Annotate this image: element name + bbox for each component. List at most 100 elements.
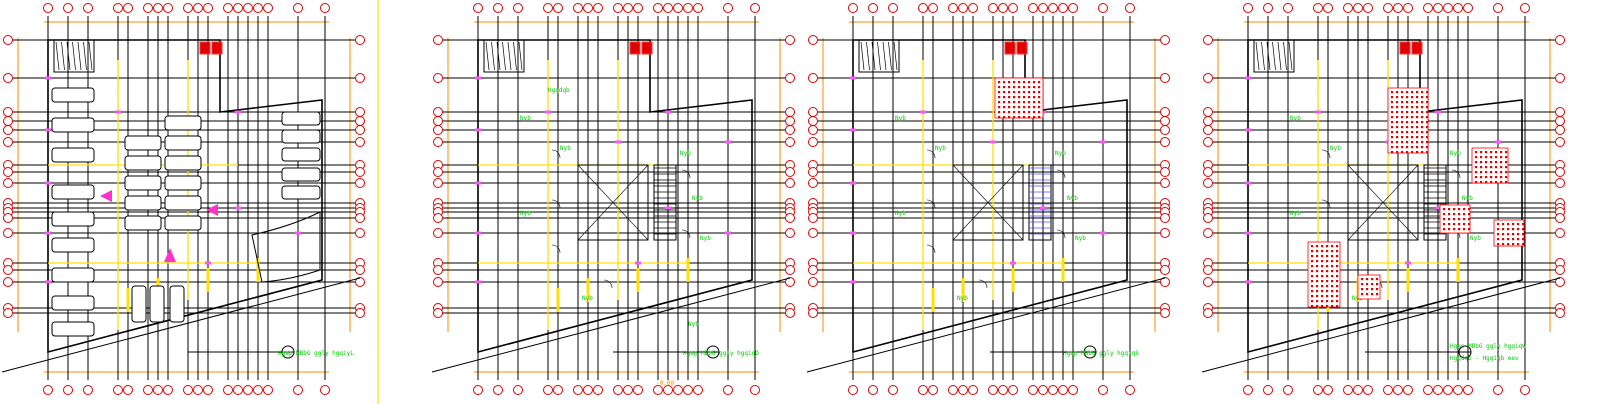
- grid-bubble: [3, 178, 365, 188]
- grid-bubble: [1493, 3, 1503, 395]
- grid-bubble: [1203, 265, 1565, 275]
- grid-bubble: [433, 277, 795, 287]
- car: [281, 129, 321, 144]
- grid-bubble: [808, 258, 1170, 268]
- column: [850, 76, 856, 80]
- grid-bubble: [293, 3, 303, 395]
- column-yellow: [256, 258, 260, 282]
- room-tag-6: Nyb: [957, 295, 968, 302]
- main-stair: [653, 164, 677, 241]
- lift-b: [1411, 41, 1423, 55]
- atrium-cross: [1347, 164, 1419, 241]
- room-tag-5: Nyb: [700, 235, 711, 242]
- main-stair: [1028, 164, 1052, 241]
- grid-bubble: [63, 3, 73, 395]
- column: [1315, 110, 1321, 114]
- wet-area-hatch: [1307, 241, 1341, 308]
- room-tag-2: Nyb: [1450, 150, 1461, 157]
- car: [51, 184, 95, 200]
- lift-a: [629, 41, 641, 55]
- room-tag-4: Nyb: [520, 210, 531, 217]
- room-tag: Nyb: [688, 321, 699, 328]
- column-yellow: [636, 268, 640, 292]
- sheet-title-first: Hgap MBbG ggly hgqiqS: [1063, 350, 1139, 357]
- door-swing: [1056, 229, 1066, 239]
- grid-bubble: [808, 107, 1170, 117]
- room-tag-6: Nyb: [582, 295, 593, 302]
- grid-bubble: [750, 3, 760, 395]
- lift-a: [1004, 41, 1016, 55]
- grid-bubble: [433, 308, 795, 318]
- car: [51, 117, 95, 133]
- level-mark: -0.00: [656, 380, 674, 387]
- stair-tread: [507, 41, 512, 71]
- car: [124, 215, 162, 231]
- grid-bubble: [433, 178, 795, 188]
- column: [475, 128, 481, 132]
- column: [45, 128, 51, 132]
- column: [295, 231, 301, 235]
- building-outline: [1247, 39, 1523, 354]
- stair-tread: [88, 41, 93, 71]
- stair-tread: [485, 41, 490, 71]
- column: [475, 76, 481, 80]
- grid-bubble: [593, 3, 603, 395]
- grid-bubble: [1363, 3, 1373, 395]
- stair-tread: [513, 41, 517, 71]
- building-outline: [852, 39, 1128, 354]
- building-outline: [47, 39, 323, 354]
- grid-bubble: [193, 3, 203, 395]
- stair-tread: [83, 41, 87, 71]
- grid-bubble: [3, 116, 365, 126]
- grid-bubble: [573, 3, 583, 395]
- atrium-void: [577, 164, 649, 241]
- lift-a: [1399, 41, 1411, 55]
- room-tag-1: Nyb: [560, 145, 571, 152]
- grid-bubble: [3, 277, 365, 287]
- grid-bubble: [1203, 35, 1565, 45]
- grid-bubble: [1068, 3, 1078, 395]
- grid-bubble: [1203, 228, 1565, 238]
- grid-bubble: [3, 125, 365, 135]
- car: [51, 321, 95, 337]
- wet-area-hatch: [1493, 219, 1525, 247]
- grid-bubble: [1353, 3, 1363, 395]
- door-swing: [681, 169, 691, 179]
- car: [164, 195, 202, 211]
- stair-core: [483, 39, 525, 73]
- door-swing: [1451, 169, 1461, 179]
- wet-area-hatch: [1439, 204, 1471, 234]
- parking-ramp: [251, 211, 321, 283]
- column: [665, 110, 671, 114]
- room-tag-5: Nyb: [1075, 235, 1086, 242]
- grid-bubble: [1383, 3, 1393, 395]
- stair-tread: [61, 41, 65, 71]
- grid-bubble: [433, 107, 795, 117]
- lift-b: [1016, 41, 1028, 55]
- grid-bubble: [623, 3, 633, 395]
- grid-bubble: [123, 3, 133, 395]
- site-boundary: [431, 277, 791, 373]
- grid-bubble: [253, 3, 263, 395]
- door-swing: [551, 199, 561, 209]
- wet-area-hatch: [1387, 87, 1429, 154]
- stair-tread: [1283, 41, 1287, 71]
- column: [235, 110, 241, 114]
- room-tag-3: Nyb: [1067, 195, 1078, 202]
- column-yellow: [1011, 268, 1015, 292]
- grid-bubble: [43, 3, 53, 395]
- car: [164, 215, 202, 231]
- grid-bubble: [868, 3, 878, 395]
- grid-bubble: [433, 35, 795, 45]
- stair-tread: [1266, 41, 1271, 71]
- stair-tread: [502, 41, 506, 71]
- grid-bubble: [3, 167, 365, 177]
- stair-tread: [888, 41, 892, 71]
- grid-bubble: [968, 3, 978, 395]
- column: [1040, 206, 1046, 210]
- stair-tread: [496, 41, 501, 71]
- car: [51, 295, 95, 311]
- grid-bubble: [1423, 3, 1433, 395]
- wet-area-hatch: [1357, 274, 1381, 300]
- column: [475, 181, 481, 185]
